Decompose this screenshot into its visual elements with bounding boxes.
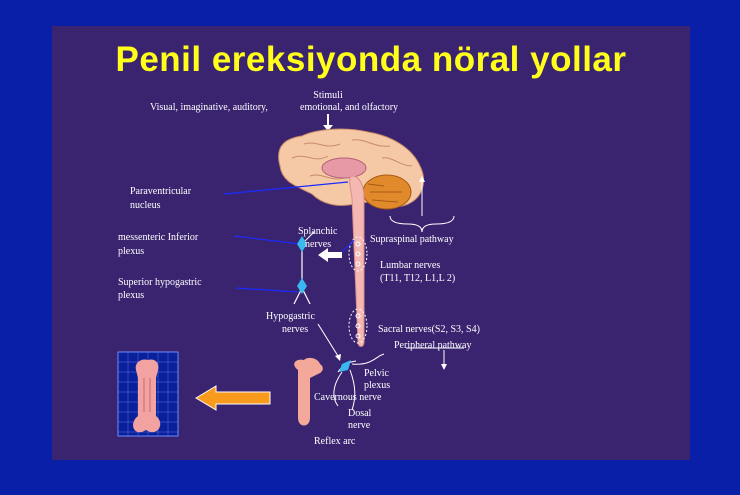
pelvic-label-2: plexus: [364, 380, 391, 391]
leader-lines: [223, 181, 355, 293]
dorsal-label-2: nerve: [348, 420, 371, 431]
paraventricular-label-1: Paraventricular: [130, 186, 192, 197]
hypogastric-node-icon: [297, 278, 307, 294]
mesenteric-label-2: plexus: [118, 246, 145, 257]
neural-pathway-diagram: [117, 114, 464, 437]
pelvic-plexus-nerves: [333, 353, 385, 411]
hypogastric-pelvic-line: [317, 323, 341, 361]
stimuli-title: Stimuli: [313, 90, 343, 101]
supraspinal-bracket-icon: [389, 176, 455, 233]
lumbar-label-2: (T11, T12, L1,L 2): [380, 273, 456, 284]
hypogastric-label-1: Hypogastric: [266, 311, 315, 322]
splanchnic-label-2: nerves: [305, 239, 332, 250]
cavernous-label: Cavernous nerve: [314, 392, 382, 403]
dorsal-label-1: Dosal: [348, 408, 372, 419]
reflex-arc-label: Reflex arc: [314, 436, 356, 447]
slide: Penil ereksiyonda nöral yollar: [52, 26, 690, 460]
sacral-label: Sacral nerves(S2, S3, S4): [378, 324, 480, 335]
peripheral-pathway-arrow: [406, 347, 464, 370]
penis-schematic-icon: [294, 357, 323, 426]
paraventricular-label-2: nucleus: [130, 200, 161, 211]
penis-mri-image: [117, 351, 179, 437]
stimuli-left: Visual, imaginative, auditory,: [150, 102, 268, 113]
supraspinal-label: Supraspinal pathway: [370, 234, 454, 245]
stimuli-arrow-icon: [323, 114, 333, 131]
slide-title: Penil ereksiyonda nöral yollar: [115, 40, 627, 79]
lumbar-label-1: Lumbar nerves: [380, 260, 441, 271]
sympathetic-chain: [293, 231, 315, 305]
brain-icon: [278, 128, 424, 210]
sup-hypogastric-label-2: plexus: [118, 290, 145, 301]
mesenteric-node-icon: [297, 236, 307, 252]
hypogastric-label-2: nerves: [282, 324, 309, 335]
splanchnic-label-1: Splanchic: [298, 226, 338, 237]
sup-hypogastric-label-1: Superior hypogastric: [118, 277, 202, 288]
mesenteric-label-1: messenteric Inferior: [118, 232, 199, 243]
peripheral-label: Peripheral pathway: [394, 340, 472, 351]
orange-arrow-icon: [195, 385, 271, 411]
stimuli-right: emotional, and olfactory: [300, 102, 399, 113]
left-arrow-icon: [318, 248, 342, 262]
spinal-cord-icon: [348, 175, 368, 347]
pelvic-label-1: Pelvic: [364, 368, 389, 379]
pelvic-plexus-node-icon: [339, 360, 351, 372]
